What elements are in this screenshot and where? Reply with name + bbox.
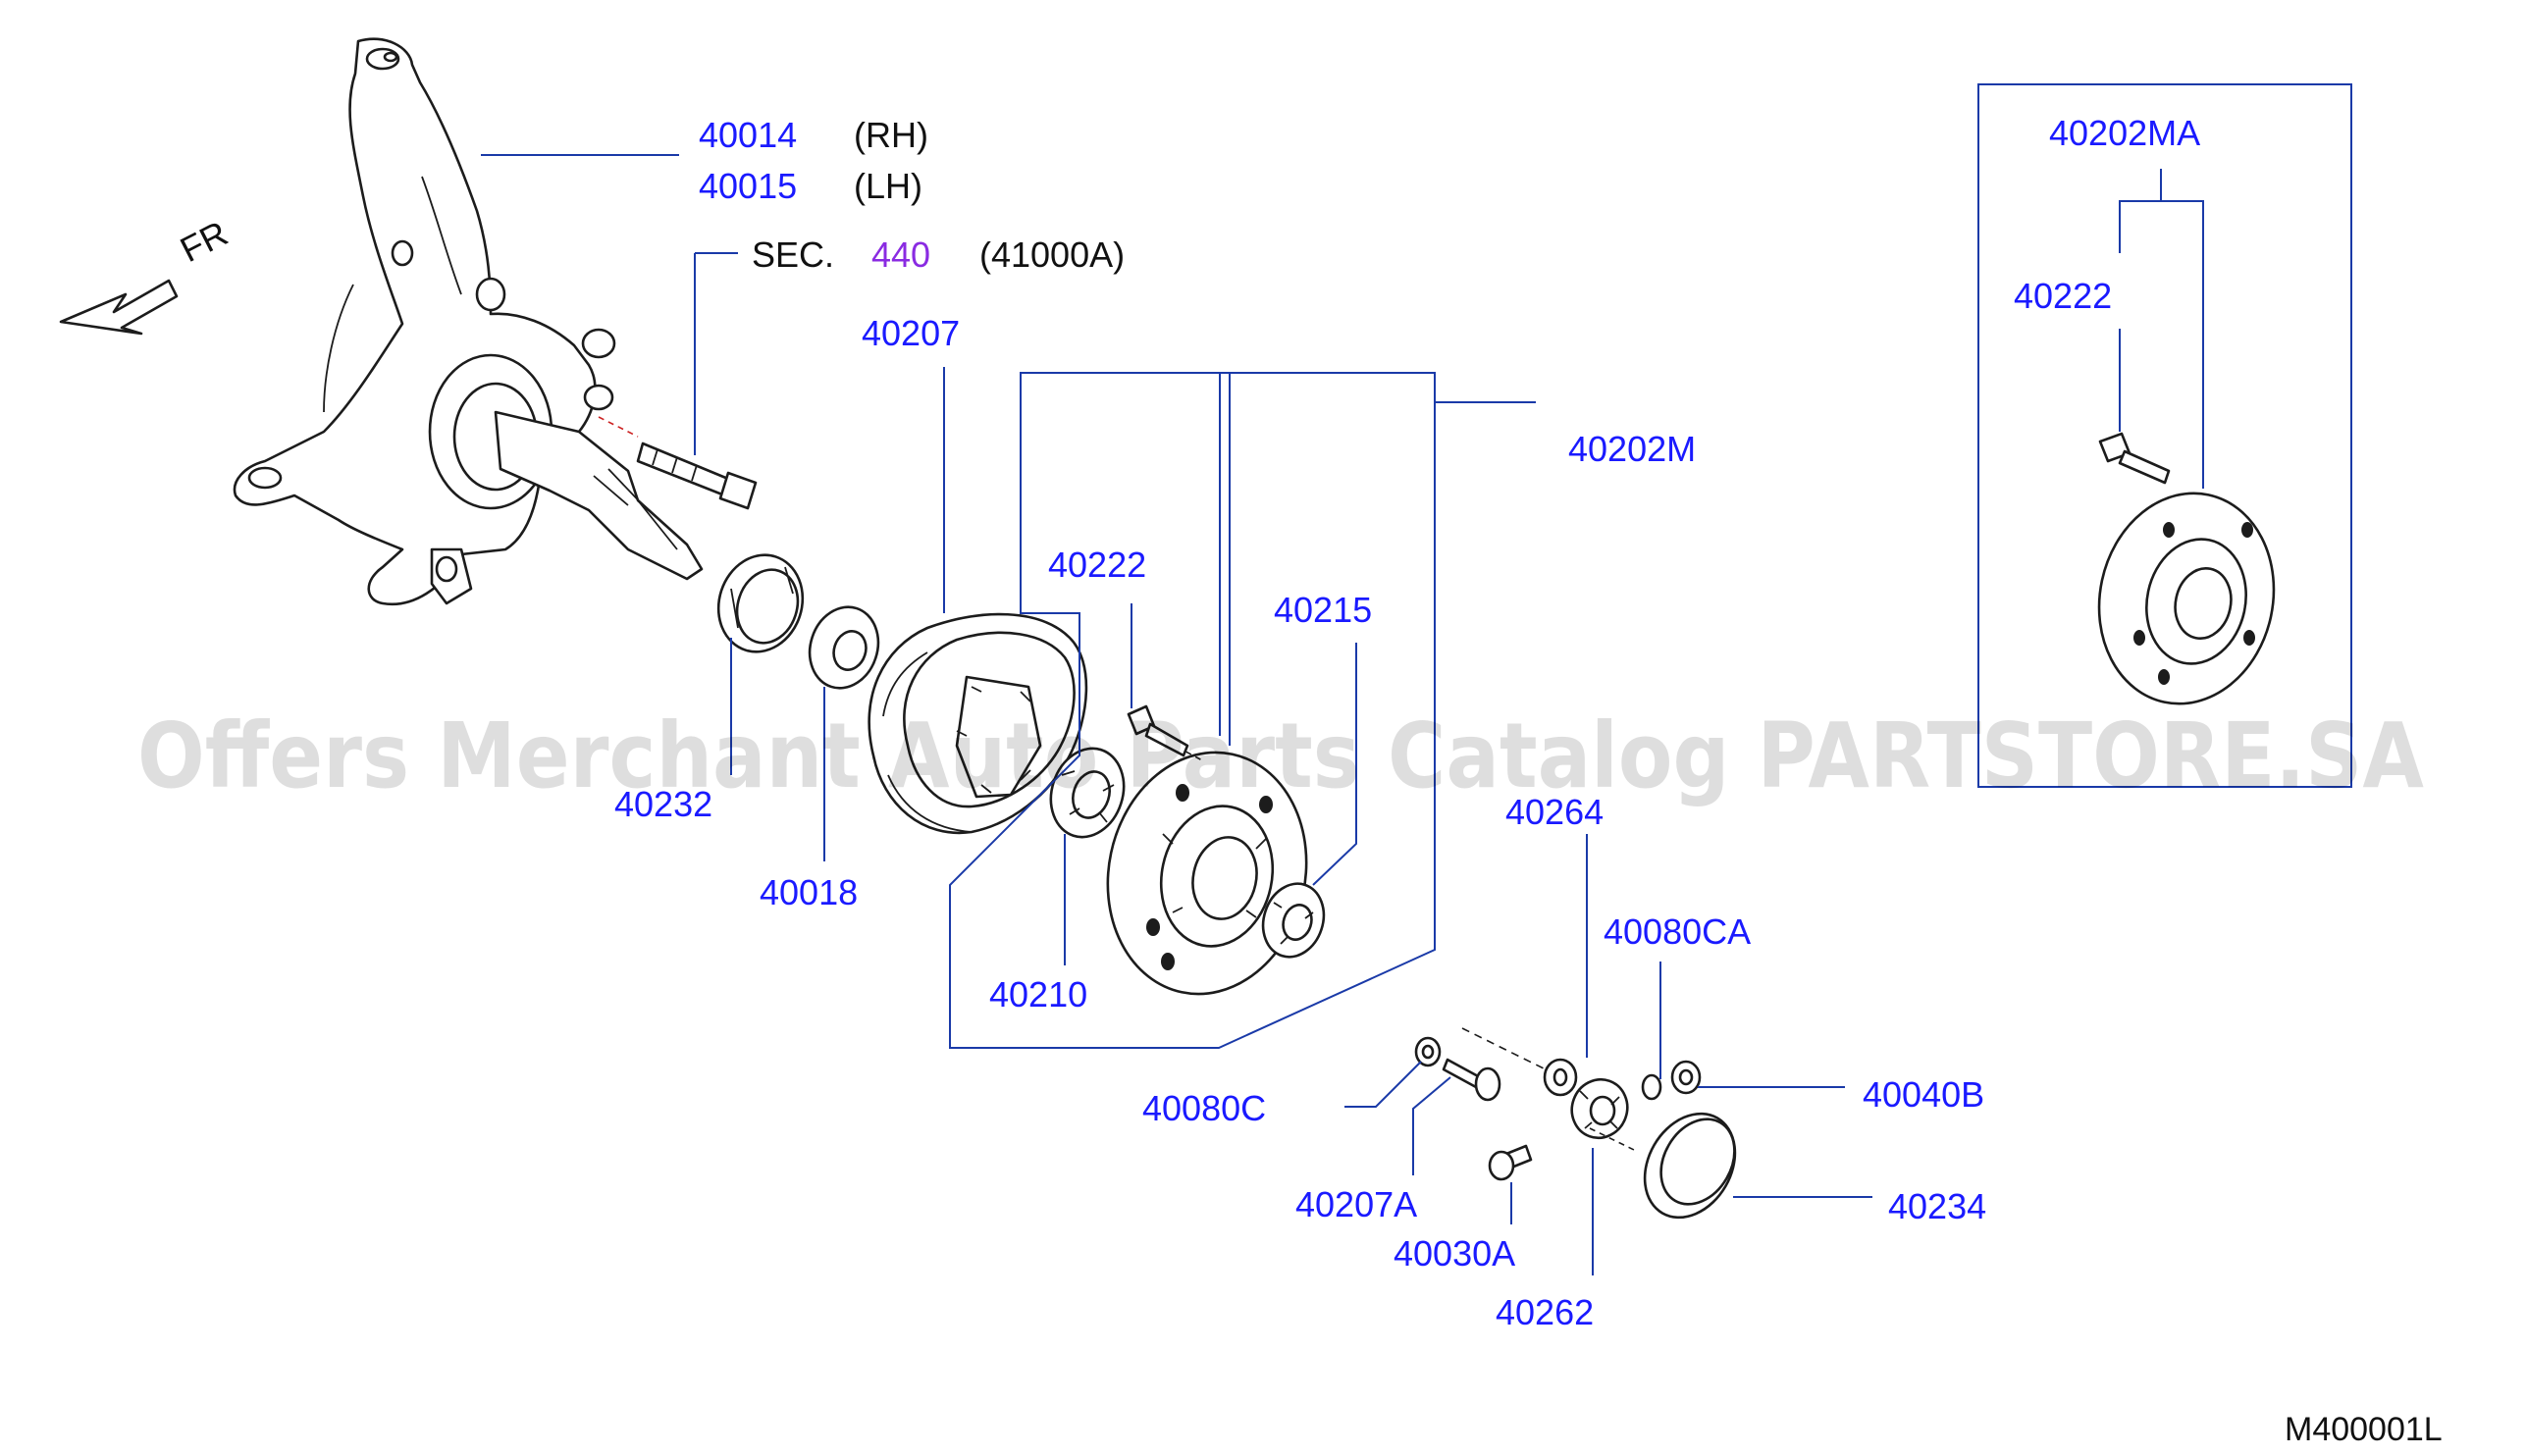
- part-label-40015[interactable]: 40015: [699, 166, 797, 206]
- cotter-pin: [1641, 1060, 1702, 1101]
- adjusting-bolt: [1488, 1144, 1533, 1181]
- part-label-40040b[interactable]: 40040B: [1863, 1074, 1984, 1115]
- part-label-40207a[interactable]: 40207A: [1295, 1184, 1417, 1224]
- lock-nut: [1570, 1077, 1629, 1140]
- part-label-40207[interactable]: 40207: [862, 313, 960, 353]
- brake-disc-rotor: [868, 612, 1088, 835]
- part-label-40222[interactable]: 40222: [1048, 545, 1146, 585]
- part-label-40080ca[interactable]: 40080CA: [1604, 911, 1751, 952]
- grease-seal: [716, 553, 805, 653]
- variant-lh: (LH): [854, 166, 922, 206]
- part-label-40262[interactable]: 40262: [1496, 1292, 1594, 1332]
- part-label-40264[interactable]: 40264: [1505, 792, 1604, 832]
- diagram-code: M400001L: [2285, 1411, 2443, 1448]
- part-label-40202ma[interactable]: 40202MA: [2049, 113, 2200, 153]
- part-label-40222-inset[interactable]: 40222: [2014, 276, 2112, 316]
- section-ref: (41000A): [979, 234, 1125, 275]
- part-label-40215[interactable]: 40215: [1274, 590, 1372, 630]
- variant-rh: (RH): [854, 115, 928, 155]
- leader-lines: [481, 154, 2204, 1275]
- part-label-40080c[interactable]: 40080C: [1142, 1088, 1266, 1128]
- watermark: Offers Merchant Auto Parts Catalog PARTS…: [137, 703, 2424, 808]
- hub-cap: [1643, 1112, 1737, 1220]
- front-direction-arrow-icon: [59, 279, 179, 336]
- part-label-40018[interactable]: 40018: [760, 872, 858, 912]
- section-link-440[interactable]: 440: [871, 234, 930, 275]
- inset-hub-assembly: [1977, 83, 2352, 788]
- lock-washer: [1543, 1058, 1578, 1097]
- front-direction-label: FR: [174, 213, 234, 270]
- inner-bearing-washer: [808, 605, 880, 690]
- part-label-40030a[interactable]: 40030A: [1394, 1233, 1515, 1274]
- part-label-40232[interactable]: 40232: [614, 784, 712, 824]
- part-label-40210[interactable]: 40210: [989, 974, 1087, 1014]
- hub-nut: [1414, 1036, 1442, 1067]
- steering-knuckle: [233, 37, 704, 606]
- part-label-40234[interactable]: 40234: [1888, 1186, 1986, 1226]
- inner-wheel-bearing: [1261, 882, 1326, 959]
- outer-wheel-bearing: [1049, 747, 1126, 839]
- part-label-40202m[interactable]: 40202M: [1568, 429, 1696, 469]
- hub-bolt: [1442, 1058, 1501, 1102]
- brake-caliper-bolt: [598, 416, 758, 510]
- part-label-40014[interactable]: 40014: [699, 115, 797, 155]
- wheel-stud: [1127, 704, 1203, 761]
- section-label: SEC.: [752, 234, 834, 275]
